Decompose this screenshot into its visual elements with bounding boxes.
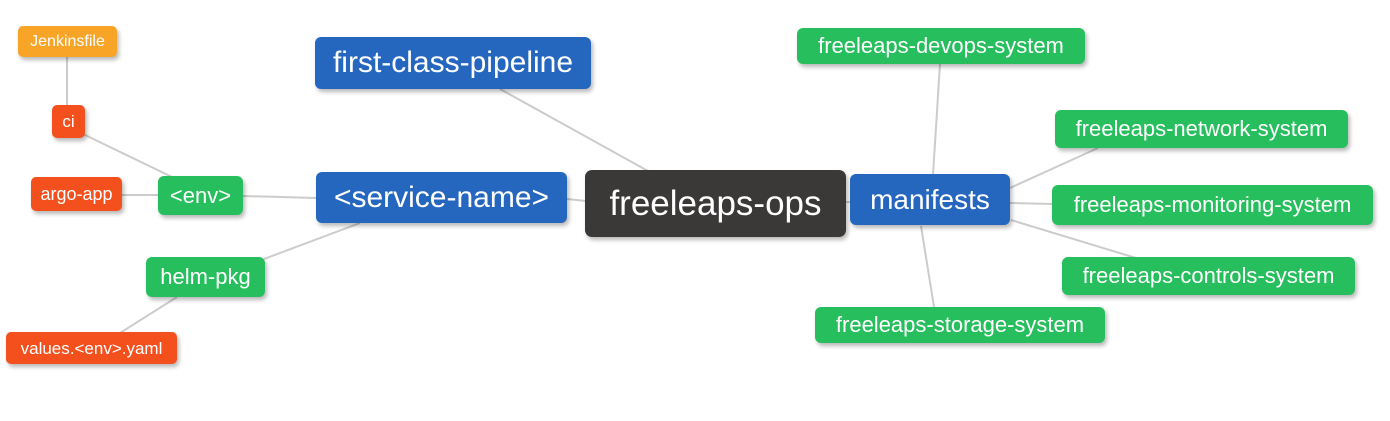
- node-freeleaps-storage-system[interactable]: freeleaps-storage-system: [815, 307, 1105, 343]
- edge-manifests-network-system: [1009, 147, 1099, 189]
- node-freeleaps-devops-system[interactable]: freeleaps-devops-system: [797, 28, 1085, 64]
- edge-env-service-name: [242, 195, 317, 199]
- edge-manifests-storage-system: [920, 225, 935, 308]
- edge-pipeline-freeleaps-ops: [499, 88, 649, 172]
- edge-manifests-devops-system: [932, 63, 941, 176]
- node-freeleaps-network-system[interactable]: freeleaps-network-system: [1055, 110, 1348, 148]
- node-argo-app[interactable]: argo-app: [31, 177, 122, 211]
- edge-manifests-controls-system: [1010, 219, 1137, 259]
- node-env[interactable]: <env>: [158, 176, 243, 215]
- node-freeleaps-ops-root[interactable]: freeleaps-ops: [585, 170, 846, 237]
- node-service-name[interactable]: <service-name>: [316, 172, 567, 223]
- edge-helm-pkg-service-name: [263, 222, 361, 260]
- node-values-env-yaml[interactable]: values.<env>.yaml: [6, 332, 177, 364]
- node-freeleaps-monitoring-system[interactable]: freeleaps-monitoring-system: [1052, 185, 1373, 225]
- node-helm-pkg[interactable]: helm-pkg: [146, 257, 265, 297]
- node-freeleaps-controls-system[interactable]: freeleaps-controls-system: [1062, 257, 1355, 295]
- node-manifests[interactable]: manifests: [850, 174, 1010, 225]
- node-first-class-pipeline[interactable]: first-class-pipeline: [315, 37, 591, 89]
- node-ci[interactable]: ci: [52, 105, 85, 138]
- node-jenkinsfile[interactable]: Jenkinsfile: [18, 26, 117, 57]
- edge-values-helm-pkg: [119, 296, 178, 334]
- edge-service-name-freeleaps-ops: [566, 198, 587, 202]
- edge-manifests-monitoring-system: [1009, 202, 1054, 205]
- edge-ci-env: [82, 133, 173, 178]
